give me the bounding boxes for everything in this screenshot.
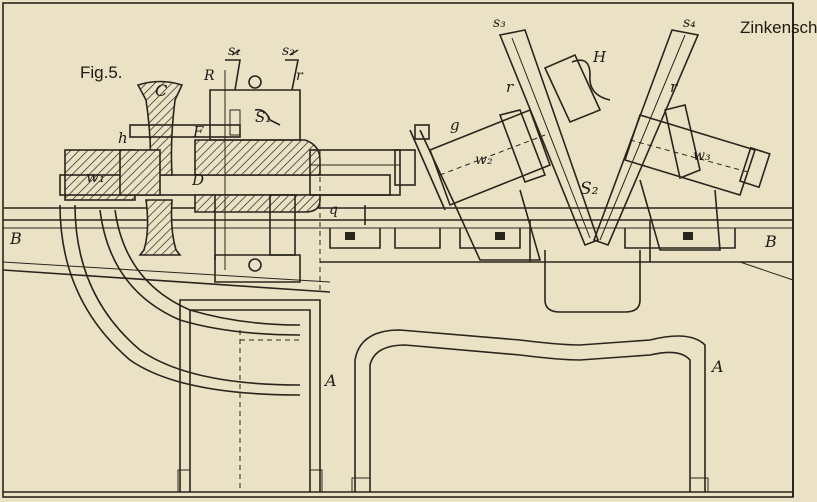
left-arm — [428, 108, 552, 261]
label-w3: w₃ — [693, 148, 711, 164]
label-q: q — [329, 202, 338, 218]
label-r2: r — [506, 78, 514, 96]
figure-label: Fig.5. — [80, 63, 123, 82]
label-s3: s₃ — [493, 15, 506, 31]
machine-frame — [177, 299, 709, 492]
saw-blades — [498, 29, 700, 313]
label-s2: s₂ — [282, 43, 295, 59]
label-A-right: A — [710, 357, 724, 376]
label-C: C — [155, 81, 167, 100]
header-title-fragment: Zinkensch — [740, 18, 817, 37]
label-F: F — [192, 123, 204, 141]
label-g: g — [450, 116, 460, 134]
label-w2: w₂ — [475, 152, 493, 168]
label-r3: r — [670, 78, 678, 96]
label-D: D — [191, 171, 204, 189]
label-s1: s₁ — [228, 43, 241, 59]
lower-bracket — [214, 194, 301, 283]
label-S2: S₂ — [580, 179, 599, 199]
label-H: H — [592, 48, 607, 66]
label-w1: w₁ — [86, 168, 105, 186]
label-B-left: B — [9, 229, 22, 248]
label-r1: r — [296, 68, 304, 84]
right-arm — [623, 104, 771, 251]
curved-pipe — [59, 204, 301, 396]
label-B-right: B — [764, 232, 777, 251]
pulley — [119, 80, 184, 256]
label-h: h — [118, 129, 128, 147]
label-s4: s₄ — [683, 15, 696, 31]
label-R: R — [203, 68, 215, 84]
upper-bracket — [129, 49, 301, 270]
label-S1: S₁ — [255, 108, 271, 126]
label-A-left: A — [323, 371, 337, 390]
middle-support — [329, 124, 736, 249]
table-rail — [2, 207, 794, 293]
